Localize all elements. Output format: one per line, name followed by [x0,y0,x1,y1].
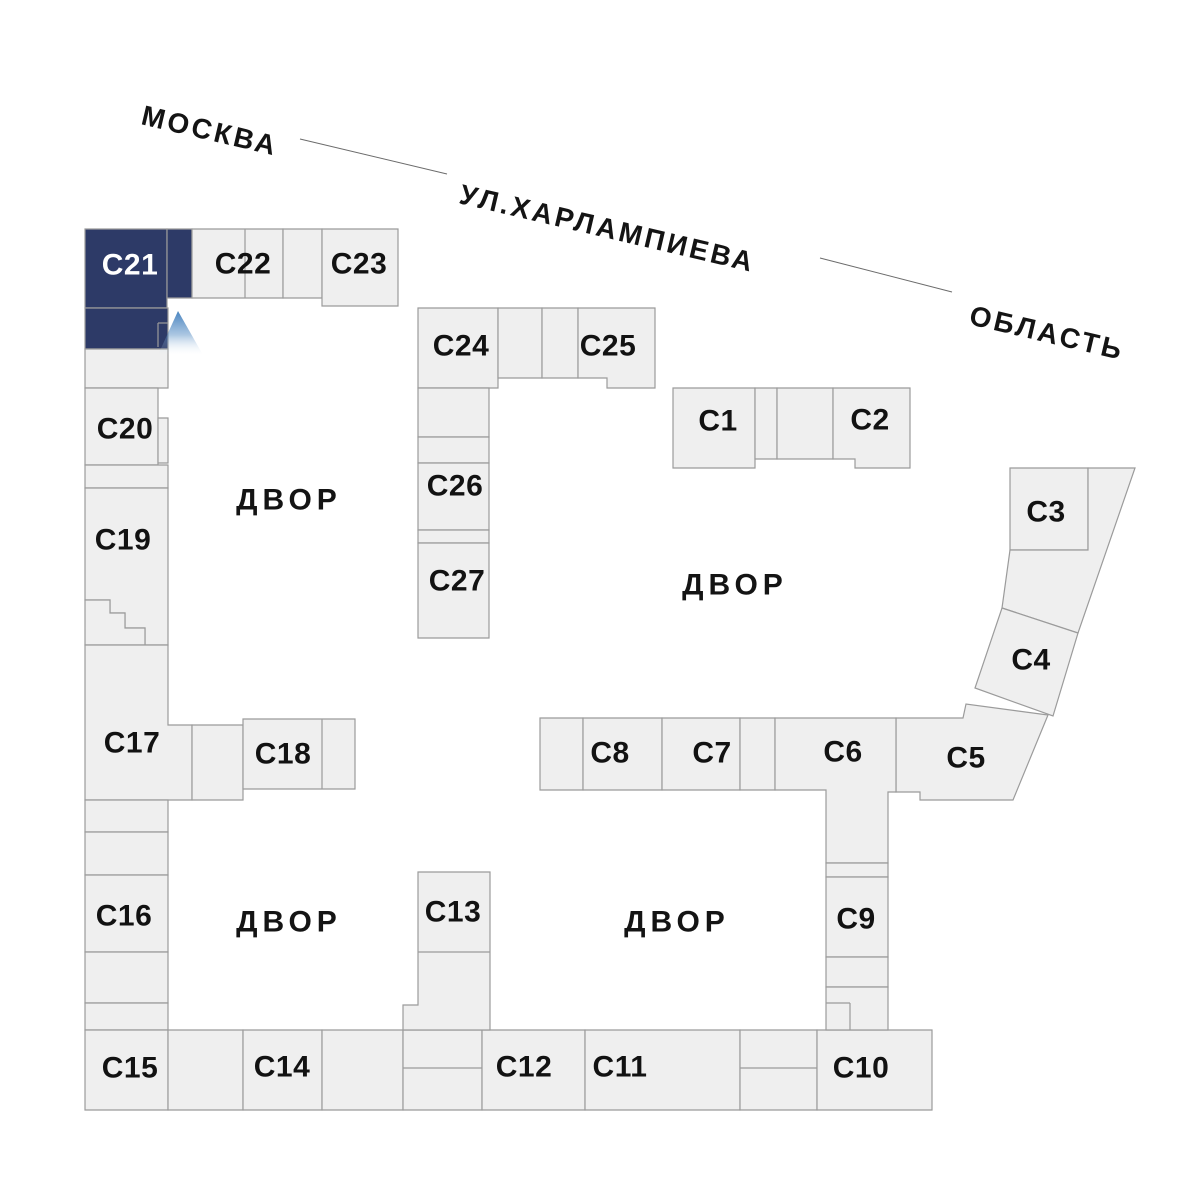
building-label-c6: С6 [823,736,862,769]
building-segment-seg-row-3 [402,1029,483,1111]
building-c13[interactable] [402,871,491,1031]
building-label-c17: С17 [104,727,161,760]
building-c10[interactable] [816,1029,933,1111]
building-segment-seg-left-7 [84,951,169,1004]
building-label-c11: С11 [593,1051,648,1084]
building-segment-seg-left-6 [84,831,169,876]
building-segment-seg-mid-2 [739,717,776,791]
courtyard-label-3: ДВОР [236,906,342,939]
building-segment-seg-top-1 [282,228,323,299]
building-label-c10: С10 [833,1052,890,1085]
building-c18[interactable] [242,718,356,790]
building-label-c12: С12 [496,1051,553,1084]
courtyard-label-1: ДВОР [236,484,342,517]
building-label-c15: С15 [102,1052,159,1085]
building-segment-seg-col-2 [417,436,490,464]
street-connector-line [819,257,953,293]
building-segment-seg-row-2 [321,1029,404,1111]
building-segment-seg-c1-1 [754,387,778,460]
building-c1[interactable] [672,387,756,469]
building-c5[interactable] [895,703,1049,801]
building-segment-seg-left-5 [84,799,169,833]
building-label-c13: С13 [425,896,482,929]
building-label-c23: С23 [331,248,388,281]
building-c4[interactable] [974,607,1079,717]
building-label-c21: С21 [102,249,159,282]
building-segment-seg-c24-2 [541,307,579,379]
location-marker-icon [158,311,203,355]
building-segment-seg-mid-1 [539,717,584,791]
building-label-c16: С16 [96,900,153,933]
building-segment-c21-lower [84,307,169,350]
building-label-c19: С19 [95,524,152,557]
building-label-c9: С9 [836,903,875,936]
building-segment-seg-col-3 [417,529,490,544]
building-label-c25: С25 [580,330,637,363]
building-label-c7: С7 [692,737,731,770]
building-segment-seg-c24-1 [497,307,543,379]
building-label-c22: С22 [215,248,272,281]
building-label-c14: С14 [254,1051,311,1084]
courtyard-label-2: ДВОР [682,569,788,602]
building-label-c18: С18 [255,738,312,771]
building-c23[interactable] [321,228,399,307]
building-label-c8: С8 [590,737,629,770]
building-segment-seg-row-4 [739,1029,818,1111]
building-segment-seg-leg-2 [825,956,889,988]
building-label-c5: С5 [946,742,985,775]
building-label-c3: С3 [1026,496,1065,529]
building-segment-seg-row-1 [167,1029,244,1111]
building-segment-seg-leg-3 [825,986,889,1031]
building-segment-c20-annex [157,417,169,464]
building-segment-seg-left-1 [84,348,169,389]
building-label-c20: С20 [97,413,154,446]
building-segment-seg-left-8 [84,1002,169,1031]
building-segment-seg-c1-2 [776,387,834,460]
building-c27[interactable] [417,542,490,639]
building-segment-seg-col-1 [417,387,490,438]
building-c25[interactable] [577,307,656,389]
building-segment-seg-left-2 [84,464,169,489]
building-label-c4: С4 [1011,644,1050,677]
building-label-c24: С24 [433,330,490,363]
building-label-c27: С27 [429,565,486,598]
building-label-c1: С1 [698,405,737,438]
building-c2[interactable] [832,387,911,469]
building-segment-seg-left-4 [191,724,244,801]
building-segment-seg-leg-1 [825,862,889,878]
building-c24[interactable] [417,307,499,389]
building-label-c2: С2 [850,404,889,437]
building-segment-c21-annex [166,228,193,299]
street-connector-line [299,138,448,175]
building-label-c26: С26 [427,470,484,503]
courtyard-label-4: ДВОР [624,906,730,939]
